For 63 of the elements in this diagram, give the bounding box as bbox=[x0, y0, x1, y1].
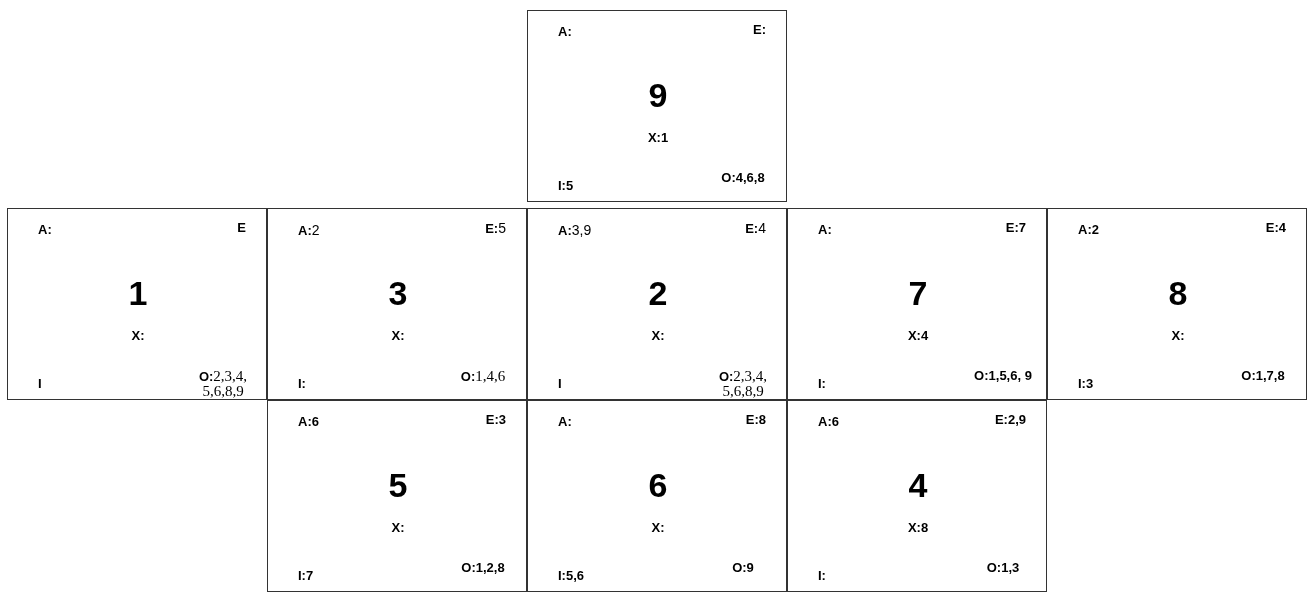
attribute-label: A:3,9 bbox=[558, 223, 592, 238]
attribute-label: E:4 bbox=[1265, 221, 1286, 235]
attribute-label: X: bbox=[1170, 329, 1186, 343]
attribute-label: A:6 bbox=[298, 415, 319, 429]
attribute-label: O:2,3,4, 5,6,8,9 bbox=[717, 369, 769, 398]
attribute-label: I:3 bbox=[1078, 377, 1094, 391]
grid-cell bbox=[267, 208, 527, 400]
attribute-label: A: bbox=[558, 415, 572, 429]
attribute-label: E:4 bbox=[745, 221, 766, 236]
attribute-label: I bbox=[558, 377, 562, 391]
grid-cell bbox=[787, 400, 1047, 592]
attribute-label: E bbox=[237, 221, 246, 235]
cell-number: 9 bbox=[647, 77, 669, 113]
grid-cell bbox=[527, 208, 787, 400]
attribute-label: E:7 bbox=[1005, 221, 1026, 235]
attribute-label: X: bbox=[390, 521, 406, 535]
attribute-label: O:1,4,6 bbox=[459, 369, 507, 384]
attribute-label: X:4 bbox=[906, 329, 930, 343]
attribute-label: A:2 bbox=[298, 223, 320, 238]
attribute-label: I:5 bbox=[558, 179, 574, 193]
grid-cell bbox=[527, 10, 787, 202]
attribute-label: I: bbox=[298, 377, 306, 391]
grid-cell bbox=[7, 208, 267, 400]
cell-number: 7 bbox=[907, 275, 929, 311]
attribute-label: A:2 bbox=[1078, 223, 1099, 237]
attribute-label: O:9 bbox=[731, 561, 755, 575]
attribute-label: X:8 bbox=[906, 521, 930, 535]
attribute-label: O:1,7,8 bbox=[1240, 369, 1286, 383]
attribute-label: A: bbox=[558, 25, 572, 39]
cell-number: 6 bbox=[647, 467, 669, 503]
cell-number: 2 bbox=[647, 275, 669, 311]
grid-cell bbox=[787, 208, 1047, 400]
attribute-label: O:1,3 bbox=[985, 561, 1021, 575]
attribute-label: X: bbox=[390, 329, 406, 343]
cell-number: 8 bbox=[1167, 275, 1189, 311]
grid-cell bbox=[267, 400, 527, 592]
attribute-label: O:4,6,8 bbox=[720, 171, 766, 185]
attribute-label: E:2,9 bbox=[994, 413, 1026, 427]
grid-cell bbox=[527, 400, 787, 592]
attribute-label: O:1,5,6, 9 bbox=[974, 369, 1032, 383]
attribute-label: I:7 bbox=[298, 569, 314, 583]
cell-number: 5 bbox=[387, 467, 409, 503]
attribute-label: A: bbox=[38, 223, 52, 237]
attribute-label: I: bbox=[818, 569, 826, 583]
attribute-label: A:6 bbox=[818, 415, 839, 429]
attribute-label: X: bbox=[130, 329, 146, 343]
attribute-label: A: bbox=[818, 223, 832, 237]
attribute-label: O:1,2,8 bbox=[460, 561, 506, 575]
attribute-label: E:3 bbox=[485, 413, 506, 427]
attribute-label: E:8 bbox=[745, 413, 766, 427]
attribute-label: I bbox=[38, 377, 42, 391]
attribute-label: O:2,3,4, 5,6,8,9 bbox=[197, 369, 249, 398]
attribute-label: X: bbox=[650, 329, 666, 343]
cell-number: 1 bbox=[127, 275, 149, 311]
cell-number: 3 bbox=[387, 275, 409, 311]
attribute-label: I:5,6 bbox=[558, 569, 584, 583]
grid-cell bbox=[1047, 208, 1307, 400]
attribute-label: E: bbox=[753, 23, 766, 37]
cell-number: 4 bbox=[907, 467, 929, 503]
attribute-label: X:1 bbox=[646, 131, 670, 145]
attribute-label: I: bbox=[818, 377, 826, 391]
attribute-label: E:5 bbox=[485, 221, 506, 236]
attribute-label: X: bbox=[650, 521, 666, 535]
